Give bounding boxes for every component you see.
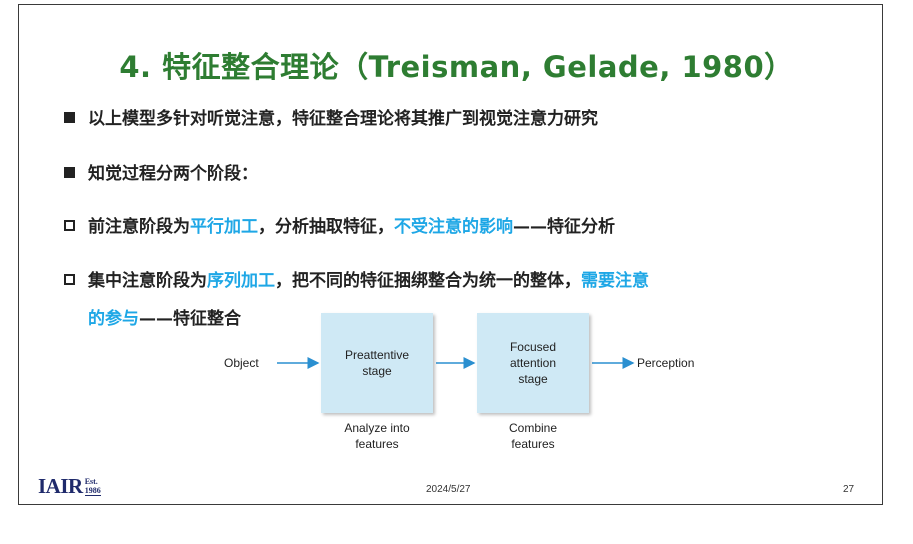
highlight-participation: 的参与 [88, 309, 139, 329]
bullet-text-part: ——特征分析 [513, 217, 615, 237]
bullet-text-part: ，把不同的特征捆绑整合为统一的整体， [275, 271, 581, 291]
slide-frame [18, 4, 883, 505]
preattentive-stage-box: Preattentive stage [321, 313, 433, 413]
hollow-square-bullet-icon [64, 220, 75, 231]
footer-date: 2024/5/27 [426, 484, 471, 495]
hollow-square-bullet-icon [64, 274, 75, 285]
bullet-text-part: ——特征整合 [139, 309, 241, 329]
bullet-text-part: ，分析抽取特征， [258, 217, 394, 237]
bullet-point-1: 以上模型多针对听觉注意，特征整合理论将其推广到视觉注意力研究 [64, 104, 598, 129]
logo-est: Est. [84, 477, 98, 486]
square-bullet-icon [64, 112, 75, 123]
highlight-serial-processing: 序列加工 [207, 271, 275, 291]
logo-text: IAIR [38, 474, 83, 498]
bullet-point-2: 知觉过程分两个阶段： [64, 159, 258, 184]
bullet-text-part: 集中注意阶段为 [88, 271, 207, 291]
highlight-parallel-processing: 平行加工 [190, 217, 258, 237]
bullet-text: 以上模型多针对听觉注意，特征整合理论将其推广到视觉注意力研究 [88, 109, 598, 129]
bullet-point-3: 前注意阶段为平行加工，分析抽取特征，不受注意的影响——特征分析 [64, 212, 615, 237]
focused-attention-stage-box: Focused attention stage [477, 313, 589, 413]
bullet-point-4: 集中注意阶段为序列加工，把不同的特征捆绑整合为统一的整体，需要注意 [64, 266, 649, 291]
highlight-needs-attention: 需要注意 [581, 271, 649, 291]
square-bullet-icon [64, 167, 75, 178]
object-label: Object [224, 356, 259, 370]
slide-title: 4. 特征整合理论（Treisman, Gelade, 1980） [119, 50, 794, 84]
combine-features-caption: Combine features [508, 421, 558, 451]
logo-year: 1986 [84, 486, 101, 496]
iair-logo: IAIR Est. 1986 [38, 474, 101, 498]
analyze-features-caption: Analyze into features [344, 421, 410, 451]
bullet-point-4-continued: 的参与——特征整合 [88, 304, 241, 329]
perception-label: Perception [637, 356, 695, 370]
bullet-text-part: 前注意阶段为 [88, 217, 190, 237]
page-number: 27 [843, 484, 855, 495]
highlight-no-attention: 不受注意的影响 [394, 217, 513, 237]
bullet-text: 知觉过程分两个阶段： [88, 164, 258, 184]
